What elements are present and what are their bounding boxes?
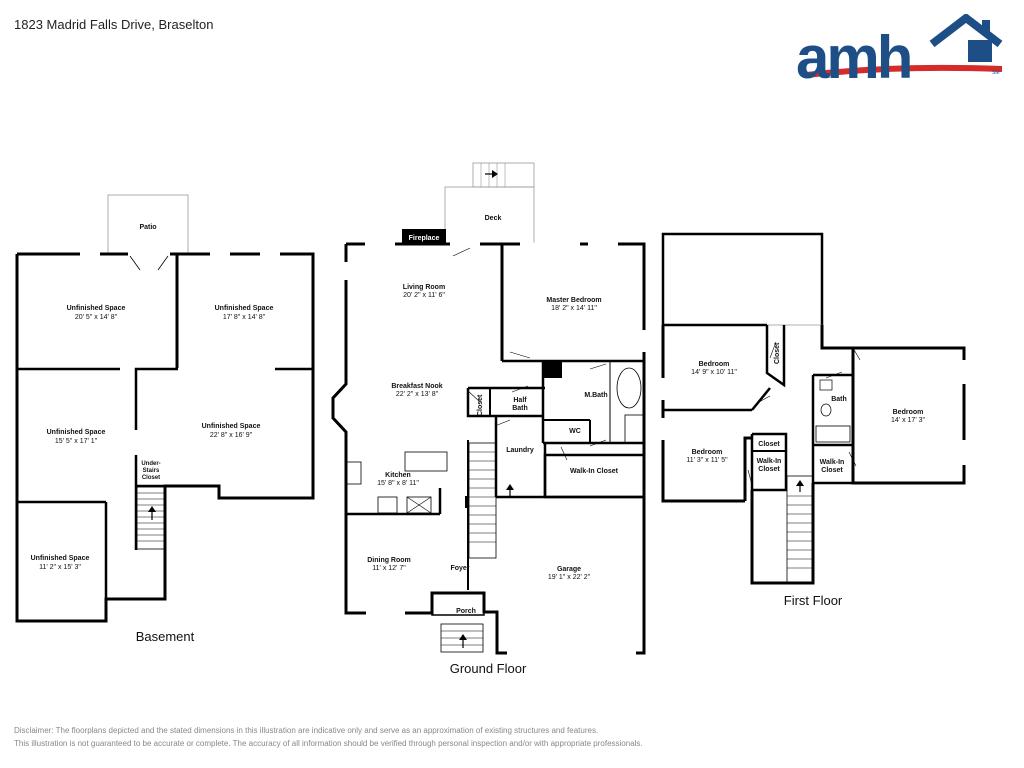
- breakfast-nook-dim: 22' 2" x 13' 8": [396, 391, 439, 398]
- first-floor-plan: [661, 232, 966, 585]
- walk-in-closet-f1-label-2: Closet: [758, 466, 780, 473]
- unfinished-space-3-label: Unfinished Space: [47, 429, 106, 436]
- unfinished-space-1-dim: 20' 5" x 14' 8": [75, 314, 118, 321]
- basement-plan: [15, 194, 315, 623]
- bedroom-2-label: Bedroom: [692, 449, 723, 456]
- service-mark: SM: [992, 70, 1000, 76]
- bedroom-3-dim: 14' x 17' 3": [891, 417, 925, 424]
- deck-label: Deck: [485, 215, 502, 222]
- ground-closet-label: Closet: [477, 394, 484, 416]
- master-bath-label: M.Bath: [584, 392, 607, 399]
- garage-dim: 19' 1" x 22' 2": [548, 574, 591, 581]
- unfinished-space-4-label: Unfinished Space: [202, 423, 261, 430]
- foyer-label: Foyer: [450, 565, 469, 572]
- porch-label: Porch: [456, 608, 476, 615]
- first-floor-title: First Floor: [784, 593, 843, 608]
- living-room-label: Living Room: [403, 284, 445, 291]
- walk-in-closet-f2-label-1: Walk-In: [820, 459, 845, 466]
- bedroom-2-dim: 11' 3" x 11' 5": [686, 457, 728, 464]
- unfinished-space-4-dim: 22' 8" x 16' 9": [210, 432, 253, 439]
- amh-logo: amh SM: [796, 14, 1006, 91]
- kitchen-label: Kitchen: [385, 472, 411, 479]
- master-bedroom-label: Master Bedroom: [546, 297, 601, 304]
- living-room-dim: 20' 2" x 11' 6": [403, 292, 445, 299]
- half-bath-label-1: Half: [513, 397, 527, 404]
- patio-label: Patio: [139, 224, 156, 231]
- unfinished-space-1-label: Unfinished Space: [67, 305, 126, 312]
- unfinished-space-5-label: Unfinished Space: [31, 555, 90, 562]
- house-roof-icon: [806, 14, 1003, 78]
- dining-room-label: Dining Room: [367, 557, 411, 564]
- wc-label: WC: [569, 428, 581, 435]
- ground-floor-title: Ground Floor: [450, 661, 527, 676]
- half-bath-label-2: Bath: [512, 405, 528, 412]
- logo-wordmark: amh: [796, 24, 913, 91]
- walk-in-closet-f2-label-2: Closet: [821, 467, 843, 474]
- laundry-label: Laundry: [506, 447, 534, 454]
- basement-title: Basement: [136, 629, 195, 644]
- first-closet-2-label: Closet: [758, 441, 780, 448]
- under-stairs-closet-label-2: Stairs: [143, 468, 160, 474]
- walk-in-closet-f1-label-1: Walk-In: [757, 458, 782, 465]
- first-bath-label: Bath: [831, 396, 847, 403]
- fireplace-label: Fireplace: [409, 235, 440, 242]
- unfinished-space-2-dim: 17' 8" x 14' 8": [223, 314, 266, 321]
- under-stairs-closet-label-3: Closet: [142, 475, 160, 481]
- dining-room-dim: 11' x 12' 7": [372, 565, 406, 572]
- garage-label: Garage: [557, 566, 581, 573]
- unfinished-space-3-dim: 15' 5" x 17' 1": [55, 438, 98, 445]
- first-closet-1-label: Closet: [774, 342, 781, 364]
- disclaimer-line-2: This illustration is not guaranteed to b…: [14, 739, 643, 748]
- disclaimer-line-1: Disclaimer: The floorplans depicted and …: [14, 726, 599, 735]
- bedroom-1-label: Bedroom: [699, 361, 730, 368]
- property-address: 1823 Madrid Falls Drive, Braselton: [14, 17, 214, 32]
- kitchen-dim: 15' 8" x 8' 11": [377, 480, 419, 487]
- ground-floor-plan: [331, 162, 646, 655]
- walk-in-closet-label: Walk-In Closet: [570, 468, 619, 475]
- unfinished-space-5-dim: 11' 2" x 15' 3": [39, 564, 81, 571]
- bedroom-3-label: Bedroom: [893, 409, 924, 416]
- under-stairs-closet-label-1: Under-: [141, 461, 160, 467]
- master-bedroom-dim: 18' 2" x 14' 11": [551, 305, 597, 312]
- bedroom-1-dim: 14' 9" x 10' 11": [691, 369, 737, 376]
- breakfast-nook-label: Breakfast Nook: [391, 383, 442, 390]
- unfinished-space-2-label: Unfinished Space: [215, 305, 274, 312]
